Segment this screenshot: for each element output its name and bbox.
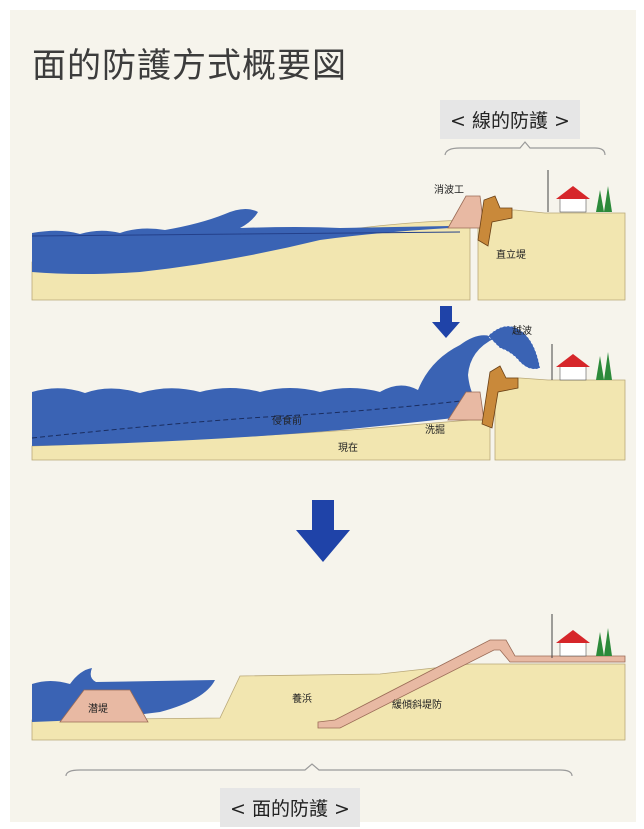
label-gentle-seawall: 緩傾斜堤防 [392,698,442,711]
label-overtopping: 越波 [512,324,532,337]
house-icon [556,186,590,213]
arrow-down-large-icon [296,500,350,562]
area-protection-label: < 面的防護 > [220,788,360,827]
vertical-seawall [477,195,513,247]
label-wave-breaker: 消波工 [434,183,464,196]
page-title: 面的防護方式概要図 [32,46,347,86]
label-seawall: 直立堤 [496,248,526,261]
wave-breaker-blocks [447,195,485,229]
before-erosion-line [31,399,471,439]
vertical-seawall-2 [481,365,519,429]
label-before-erosion: 侵食前 [272,414,302,427]
line-protection-bracket [444,141,606,156]
tree-icon [596,628,612,656]
arrow-down-small-icon [432,306,460,338]
label-present: 現在 [338,442,358,454]
label-scour: 洗掘 [425,423,445,436]
sea-2 [32,335,495,446]
land-2 [494,377,626,461]
house-icon [556,354,590,381]
overtopping-spray [487,325,541,370]
label-submerged-breakwater: 潜堤 [88,702,108,715]
house-icon [556,630,590,657]
area-protection-bracket [65,763,573,777]
submerged-breakwater [59,689,149,723]
scene-1: 消波工 直立堤 [31,170,626,301]
gentle-slope-seawall [317,639,626,729]
label-nourishment: 養浜 [292,692,312,705]
line-protection-label: < 線的防護 > [440,100,580,139]
sea-1 [32,208,450,274]
scene-3: 潜堤 養浜 緩傾斜堤防 [31,614,626,741]
tree-icon [596,186,612,212]
tree-icon [596,352,612,380]
scene-2: 越波 侵食前 現在 洗掘 [31,324,626,461]
scour-blocks [447,391,485,421]
